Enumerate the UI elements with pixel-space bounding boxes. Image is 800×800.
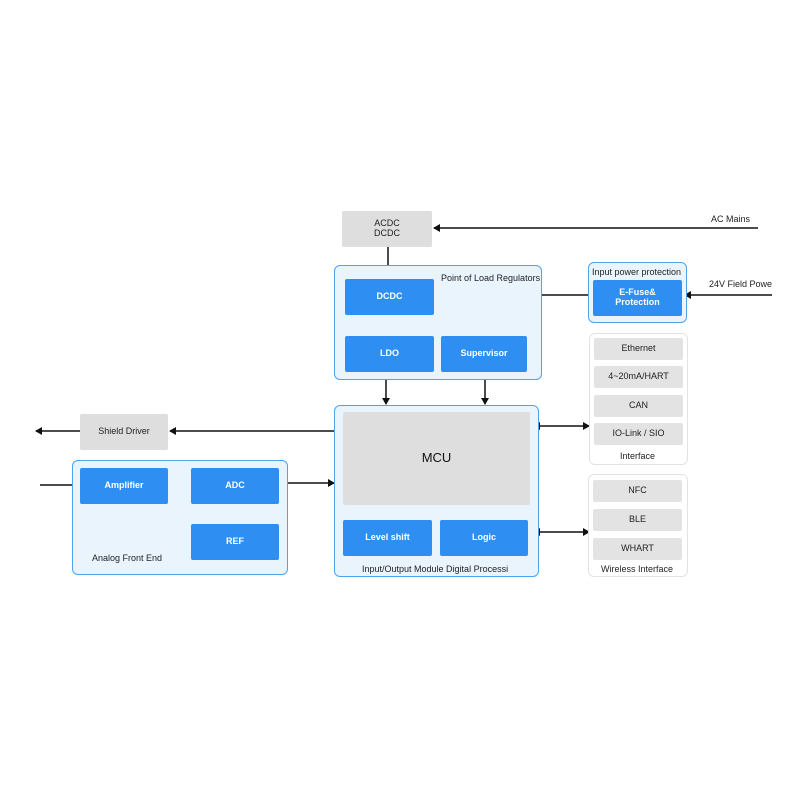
interface-item-ethernet: Ethernet — [594, 338, 683, 360]
wireless-interface-title: Wireless Interface — [601, 564, 674, 574]
adc-block: ADC — [191, 468, 279, 504]
ref-block: REF — [191, 524, 279, 560]
digital-processing-title: Input/Output Module Digital Processi — [362, 565, 509, 574]
input-power-protection-title: Input power protection — [592, 267, 682, 277]
logic-block: Logic — [440, 520, 528, 556]
efuse-protection-block: E-Fuse& Protection — [593, 280, 682, 316]
interface-item-can: CAN — [594, 395, 683, 417]
interface-item-io-link-sio: IO-Link / SIO — [594, 423, 683, 445]
ldo-block: LDO — [345, 336, 434, 372]
amplifier-block: Amplifier — [80, 468, 168, 504]
point-of-load-regulators-title: Point of Load Regulators — [441, 273, 541, 283]
field-power-label: 24V Field Powe — [709, 279, 773, 289]
shield-driver-block: Shield Driver — [80, 414, 168, 450]
wireless-item-nfc: NFC — [593, 480, 682, 502]
wireless-item-whart: WHART — [593, 538, 682, 560]
ac-mains-label: AC Mains — [711, 214, 751, 224]
wireless-item-ble: BLE — [593, 509, 682, 531]
level-shift-block: Level shift — [343, 520, 432, 556]
supervisor-block: Supervisor — [441, 336, 527, 372]
dcdc-block: DCDC — [345, 279, 434, 315]
acdc-block: ACDC DCDC — [342, 211, 432, 247]
interface-item-4-20ma-hart: 4~20mA/HART — [594, 366, 683, 388]
mcu-block: MCU — [343, 412, 530, 505]
interface-title: Interface — [620, 451, 656, 461]
analog-front-end-title: Analog Front End — [92, 553, 163, 563]
